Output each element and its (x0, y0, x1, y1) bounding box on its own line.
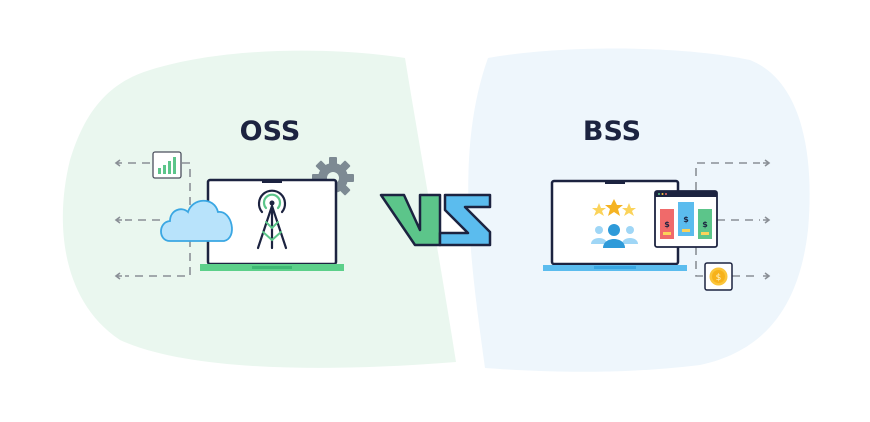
arrow-left-icon (114, 159, 122, 167)
dollar-icon: $ (664, 220, 670, 229)
bss-connectors (695, 159, 771, 280)
pricing-plans-window: $ $ $ (654, 190, 718, 248)
dollar-icon: $ (683, 215, 689, 224)
oss-connectors (114, 159, 191, 280)
arrow-right-icon (763, 216, 771, 224)
customers-icon (591, 224, 638, 248)
svg-text:$: $ (716, 273, 722, 283)
arrow-left-icon (114, 272, 122, 280)
cell-tower-icon (256, 189, 288, 250)
dollar-icon: $ (702, 220, 708, 229)
coin-icon: $ (704, 262, 733, 291)
arrow-right-icon (763, 272, 771, 280)
arrow-right-icon (763, 159, 771, 167)
bss-laptop (543, 179, 687, 271)
star-rating-icon (592, 199, 636, 216)
bar-chart-icon (152, 151, 182, 179)
bss-title: BSS (583, 116, 641, 147)
vs-logo: VS (379, 193, 492, 247)
oss-title: OSS (240, 116, 301, 147)
cloud-icon (160, 199, 233, 242)
arrow-left-icon (114, 216, 122, 224)
